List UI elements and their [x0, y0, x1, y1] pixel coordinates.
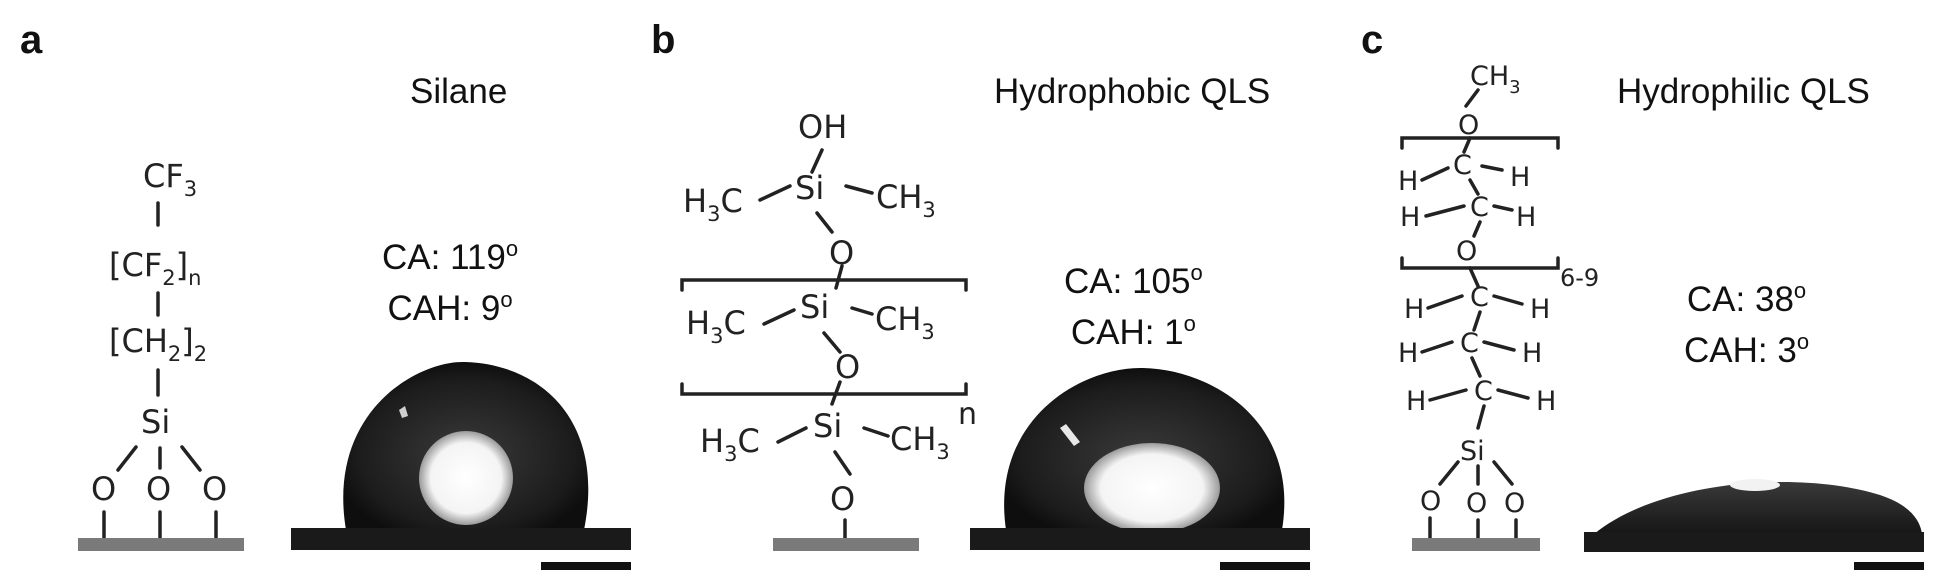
repeat-index: n [958, 397, 977, 432]
oxygen-atom: O [1504, 488, 1525, 519]
panel-c-surface [1412, 538, 1540, 551]
panel-b-droplet-highlight [1084, 443, 1220, 533]
carbon-atom: C [1470, 282, 1489, 313]
hydrogen-atom: H [1536, 386, 1556, 417]
hydroxyl-group: OH [798, 108, 847, 146]
carbon-atom: C [1474, 376, 1493, 407]
panel-letter-a: a [20, 18, 43, 62]
hydrogen-atom: H [1530, 294, 1550, 325]
hydrogen-atom: H [1400, 202, 1420, 233]
panel-letter-c: c [1361, 18, 1384, 62]
carbon-atom: C [1453, 150, 1472, 181]
methyl-left: H3C [683, 182, 743, 226]
si-atom: Si [813, 407, 842, 445]
panel-b-measurements: CA: 105o CAH: 1o [1064, 252, 1203, 354]
panel-c-substrate [1584, 532, 1924, 552]
carbon-atom: C [1470, 192, 1489, 223]
cf2-group: [CF2]n [109, 246, 201, 290]
panel-letter-b: b [651, 18, 676, 62]
si-atom: Si [141, 403, 170, 441]
oxygen-atom: O [1458, 110, 1479, 141]
panel-b-title: Hydrophobic QLS [994, 72, 1271, 111]
oxygen-atom: O [202, 470, 227, 508]
panel-a-surface [78, 538, 244, 551]
methyl-right: CH3 [876, 178, 936, 222]
oxygen-atom: O [146, 470, 171, 508]
panel-a-droplet [291, 361, 631, 570]
hydrogen-atom: H [1398, 338, 1418, 369]
panel-a-scale-bar [541, 562, 631, 570]
panel-c-droplet-highlight [1730, 479, 1780, 491]
panel-b-ca: CA: 105o [1064, 260, 1203, 301]
panel-b-substrate [970, 528, 1310, 550]
panel-c-cah: CAH: 3o [1684, 329, 1810, 370]
panel-c-ca: CA: 38o [1686, 278, 1807, 319]
panel-a-ca: CA: 119o [382, 236, 519, 277]
oxygen-atom: O [1456, 236, 1477, 267]
si-atom: Si [795, 169, 824, 207]
panel-c-droplet [1584, 479, 1924, 570]
hydrogen-atom: H [1406, 386, 1426, 417]
methyl-left: H3C [686, 304, 746, 348]
si-atom: Si [800, 288, 829, 326]
methoxy-methyl: CH3 [1470, 61, 1521, 98]
hydrogen-atom: H [1516, 202, 1536, 233]
si-atom: Si [1460, 436, 1485, 467]
panel-a-title: Silane [410, 72, 508, 111]
oxygen-atom: O [1466, 488, 1487, 519]
panel-b-scale-bar [1220, 562, 1310, 570]
methyl-left: H3C [700, 422, 760, 466]
methyl-right: CH3 [890, 420, 950, 464]
panel-b-surface [773, 538, 919, 551]
repeat-range: 6-9 [1560, 264, 1599, 292]
ch2-group: [CH2]2 [109, 322, 207, 366]
oxygen-atom: O [1420, 486, 1441, 517]
oxygen-atom: O [91, 470, 116, 508]
oxygen-atom: O [835, 348, 860, 386]
panel-a-measurements: CA: 119o CAH: 9o [382, 228, 518, 330]
panel-a-droplet-highlight [419, 431, 513, 525]
hydrogen-atom: H [1398, 166, 1418, 197]
hydrogen-atom: H [1510, 162, 1530, 193]
hydrogen-atom: H [1522, 338, 1542, 369]
panel-b-cah: CAH: 1o [1070, 311, 1196, 352]
panel-c-scale-bar [1854, 562, 1924, 570]
panel-b-droplet [970, 368, 1310, 570]
oxygen-atom: O [830, 480, 855, 518]
cf3-group: CF3 [143, 157, 197, 201]
methyl-right: CH3 [875, 300, 935, 344]
hydrogen-atom: H [1404, 294, 1424, 325]
panel-a-cah: CAH: 9o [387, 287, 513, 328]
panel-c-title: Hydrophilic QLS [1617, 72, 1870, 111]
carbon-atom: C [1460, 328, 1479, 359]
panel-c-measurements: CA: 38o CAH: 3o [1684, 270, 1809, 372]
panel-a-substrate [291, 528, 631, 550]
